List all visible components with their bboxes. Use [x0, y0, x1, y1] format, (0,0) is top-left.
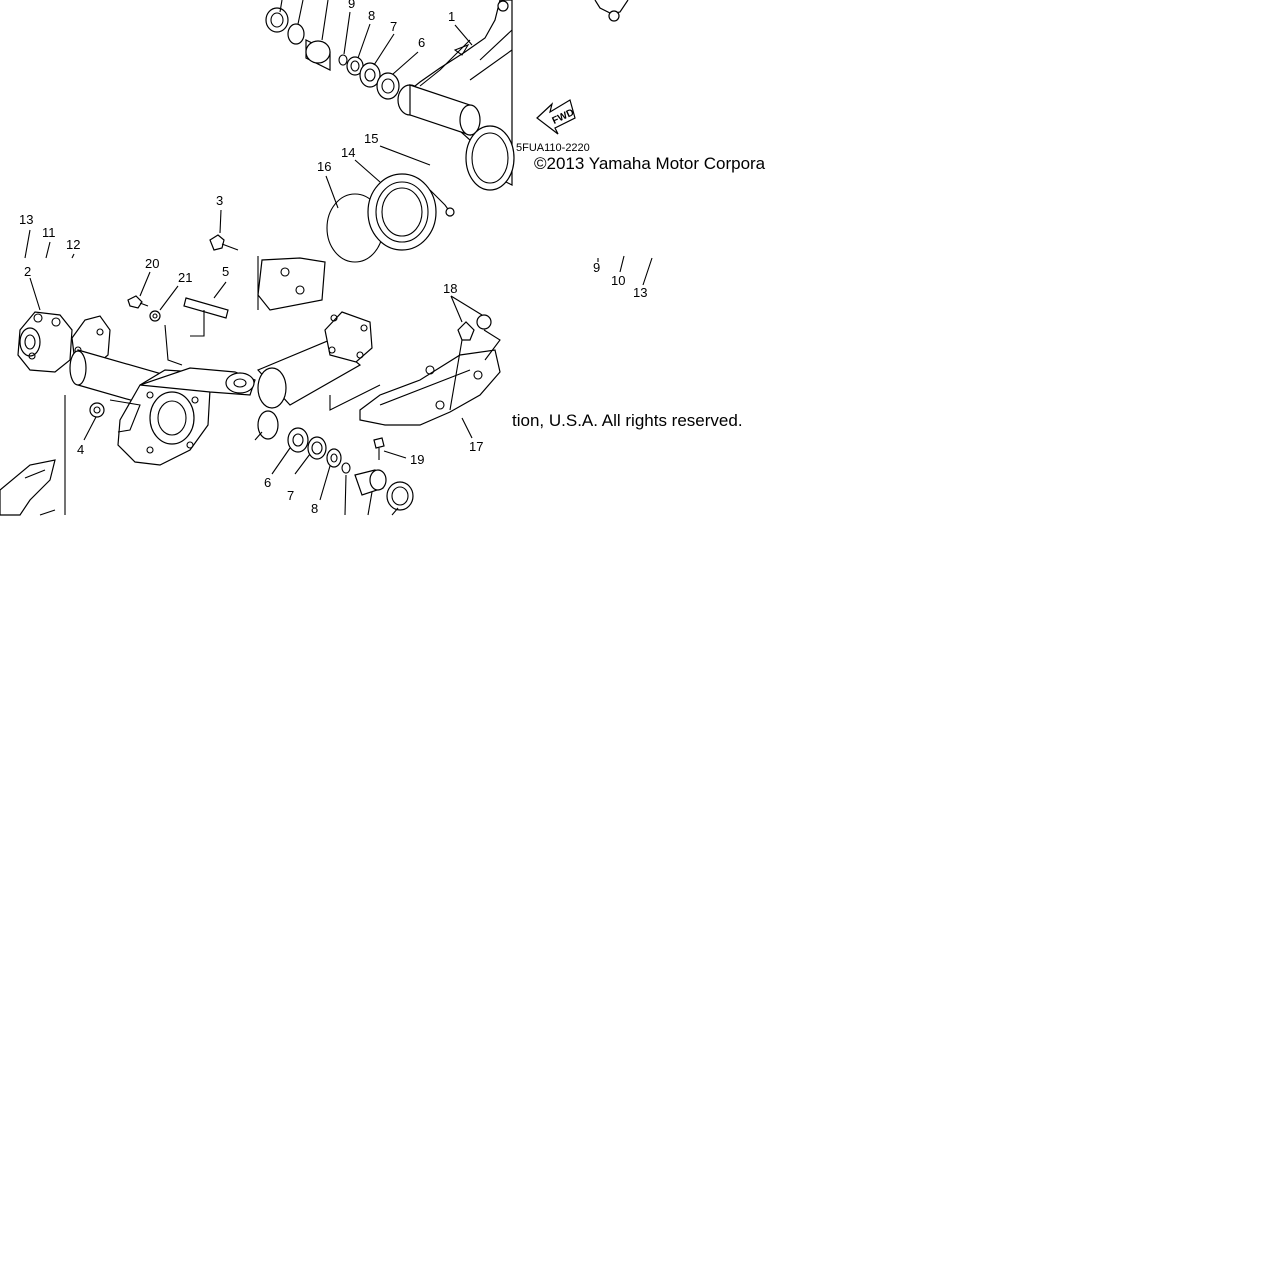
- callout-9-right: 9: [593, 260, 600, 275]
- callout-8-top: 8: [368, 8, 375, 23]
- callout-6-bottom: 6: [264, 475, 271, 490]
- small-hardware: [127, 234, 239, 366]
- upper-bearing-stack: [265, 7, 400, 100]
- seal-rings: [326, 173, 455, 263]
- callout-8-bottom: 8: [311, 501, 318, 516]
- callout-17: 17: [469, 439, 483, 454]
- callout-7-top: 7: [390, 19, 397, 34]
- copyright-line-1: ©2013 Yamaha Motor Corpora: [534, 154, 766, 173]
- callout-12: 12: [66, 237, 80, 252]
- callout-4: 4: [77, 442, 84, 457]
- callout-19: 19: [410, 452, 424, 467]
- part-code: 5FUA110-2220: [516, 142, 590, 154]
- callout-2: 2: [24, 264, 31, 279]
- callout-3: 3: [216, 193, 223, 208]
- callout-16: 16: [317, 159, 331, 174]
- forward-direction-arrow: FWD: [536, 99, 576, 135]
- callout-10-right: 10: [611, 273, 625, 288]
- callout-9-top: 9: [348, 0, 355, 11]
- callout-numbers: 9 8 7 6 1 15 14 16 3 13 11 12 2 20 21 5 …: [19, 0, 647, 516]
- callout-6-top: 6: [418, 35, 425, 50]
- upper-swingarm-section: [397, 0, 629, 191]
- callout-21: 21: [178, 270, 192, 285]
- callout-15: 15: [364, 131, 378, 146]
- callout-13-right: 13: [633, 285, 647, 300]
- lower-swingarm-section: [0, 311, 256, 516]
- callout-1: 1: [448, 9, 455, 24]
- callout-11: 11: [42, 225, 56, 240]
- copyright-line-2: tion, U.S.A. All rights reserved.: [512, 411, 743, 430]
- callout-18: 18: [443, 281, 457, 296]
- callout-14: 14: [341, 145, 355, 160]
- leader-lines: [24, 0, 653, 516]
- callout-20: 20: [145, 256, 159, 271]
- lower-pivot-tube: [254, 256, 381, 441]
- callout-13-left: 13: [19, 212, 33, 227]
- lower-bearing-stack: [287, 427, 414, 511]
- callout-7-bottom: 7: [287, 488, 294, 503]
- chain-guard: [359, 314, 501, 460]
- callout-5: 5: [222, 264, 229, 279]
